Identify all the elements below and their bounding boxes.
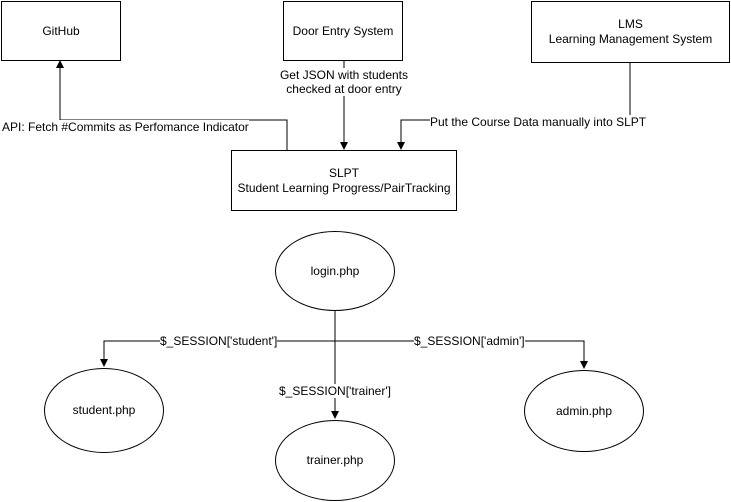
student-php-node: student.php bbox=[44, 368, 164, 453]
trainer-php-label: trainer.php bbox=[306, 453, 364, 467]
lms-node: LMS Learning Management System bbox=[531, 1, 730, 63]
edge-label-door-entry: Get JSON with students checked at door e… bbox=[276, 68, 412, 96]
door-entry-label: Door Entry System bbox=[292, 23, 394, 38]
admin-php-node: admin.php bbox=[524, 370, 644, 452]
slpt-label-line1: SLPT bbox=[328, 165, 359, 180]
lms-label-line1: LMS bbox=[618, 17, 643, 31]
login-php-label: login.php bbox=[310, 263, 360, 278]
github-node: GitHub bbox=[1, 1, 121, 61]
edge-lms-to-slpt bbox=[397, 63, 631, 150]
student-php-label: student.php bbox=[72, 403, 136, 417]
slpt-label-line2: Student Learning Progress/PairTracking bbox=[237, 180, 451, 195]
edge-label-door-entry-line2: checked at door entry bbox=[286, 82, 402, 96]
edge-label-session-student: $_SESSION['student'] bbox=[160, 334, 278, 348]
edge-label-session-trainer: $_SESSION['trainer'] bbox=[279, 384, 391, 398]
login-php-node: login.php bbox=[275, 231, 395, 311]
door-entry-node: Door Entry System bbox=[283, 1, 403, 61]
lms-label-line2: Learning Management System bbox=[548, 32, 713, 46]
trainer-php-node: trainer.php bbox=[275, 420, 395, 501]
admin-php-label: admin.php bbox=[555, 403, 613, 418]
edge-label-session-admin: $_SESSION['admin'] bbox=[414, 334, 525, 348]
edge-slpt-to-github bbox=[56, 60, 288, 150]
edge-label-lms: Put the Course Data manually into SLPT bbox=[430, 115, 647, 129]
slpt-node: SLPT Student Learning Progress/PairTrack… bbox=[231, 150, 457, 211]
github-label: GitHub bbox=[42, 23, 80, 38]
edge-label-door-entry-line1: Get JSON with students bbox=[279, 68, 409, 82]
edge-label-github-api: API: Fetch #Commits as Perfomance Indica… bbox=[2, 120, 249, 134]
